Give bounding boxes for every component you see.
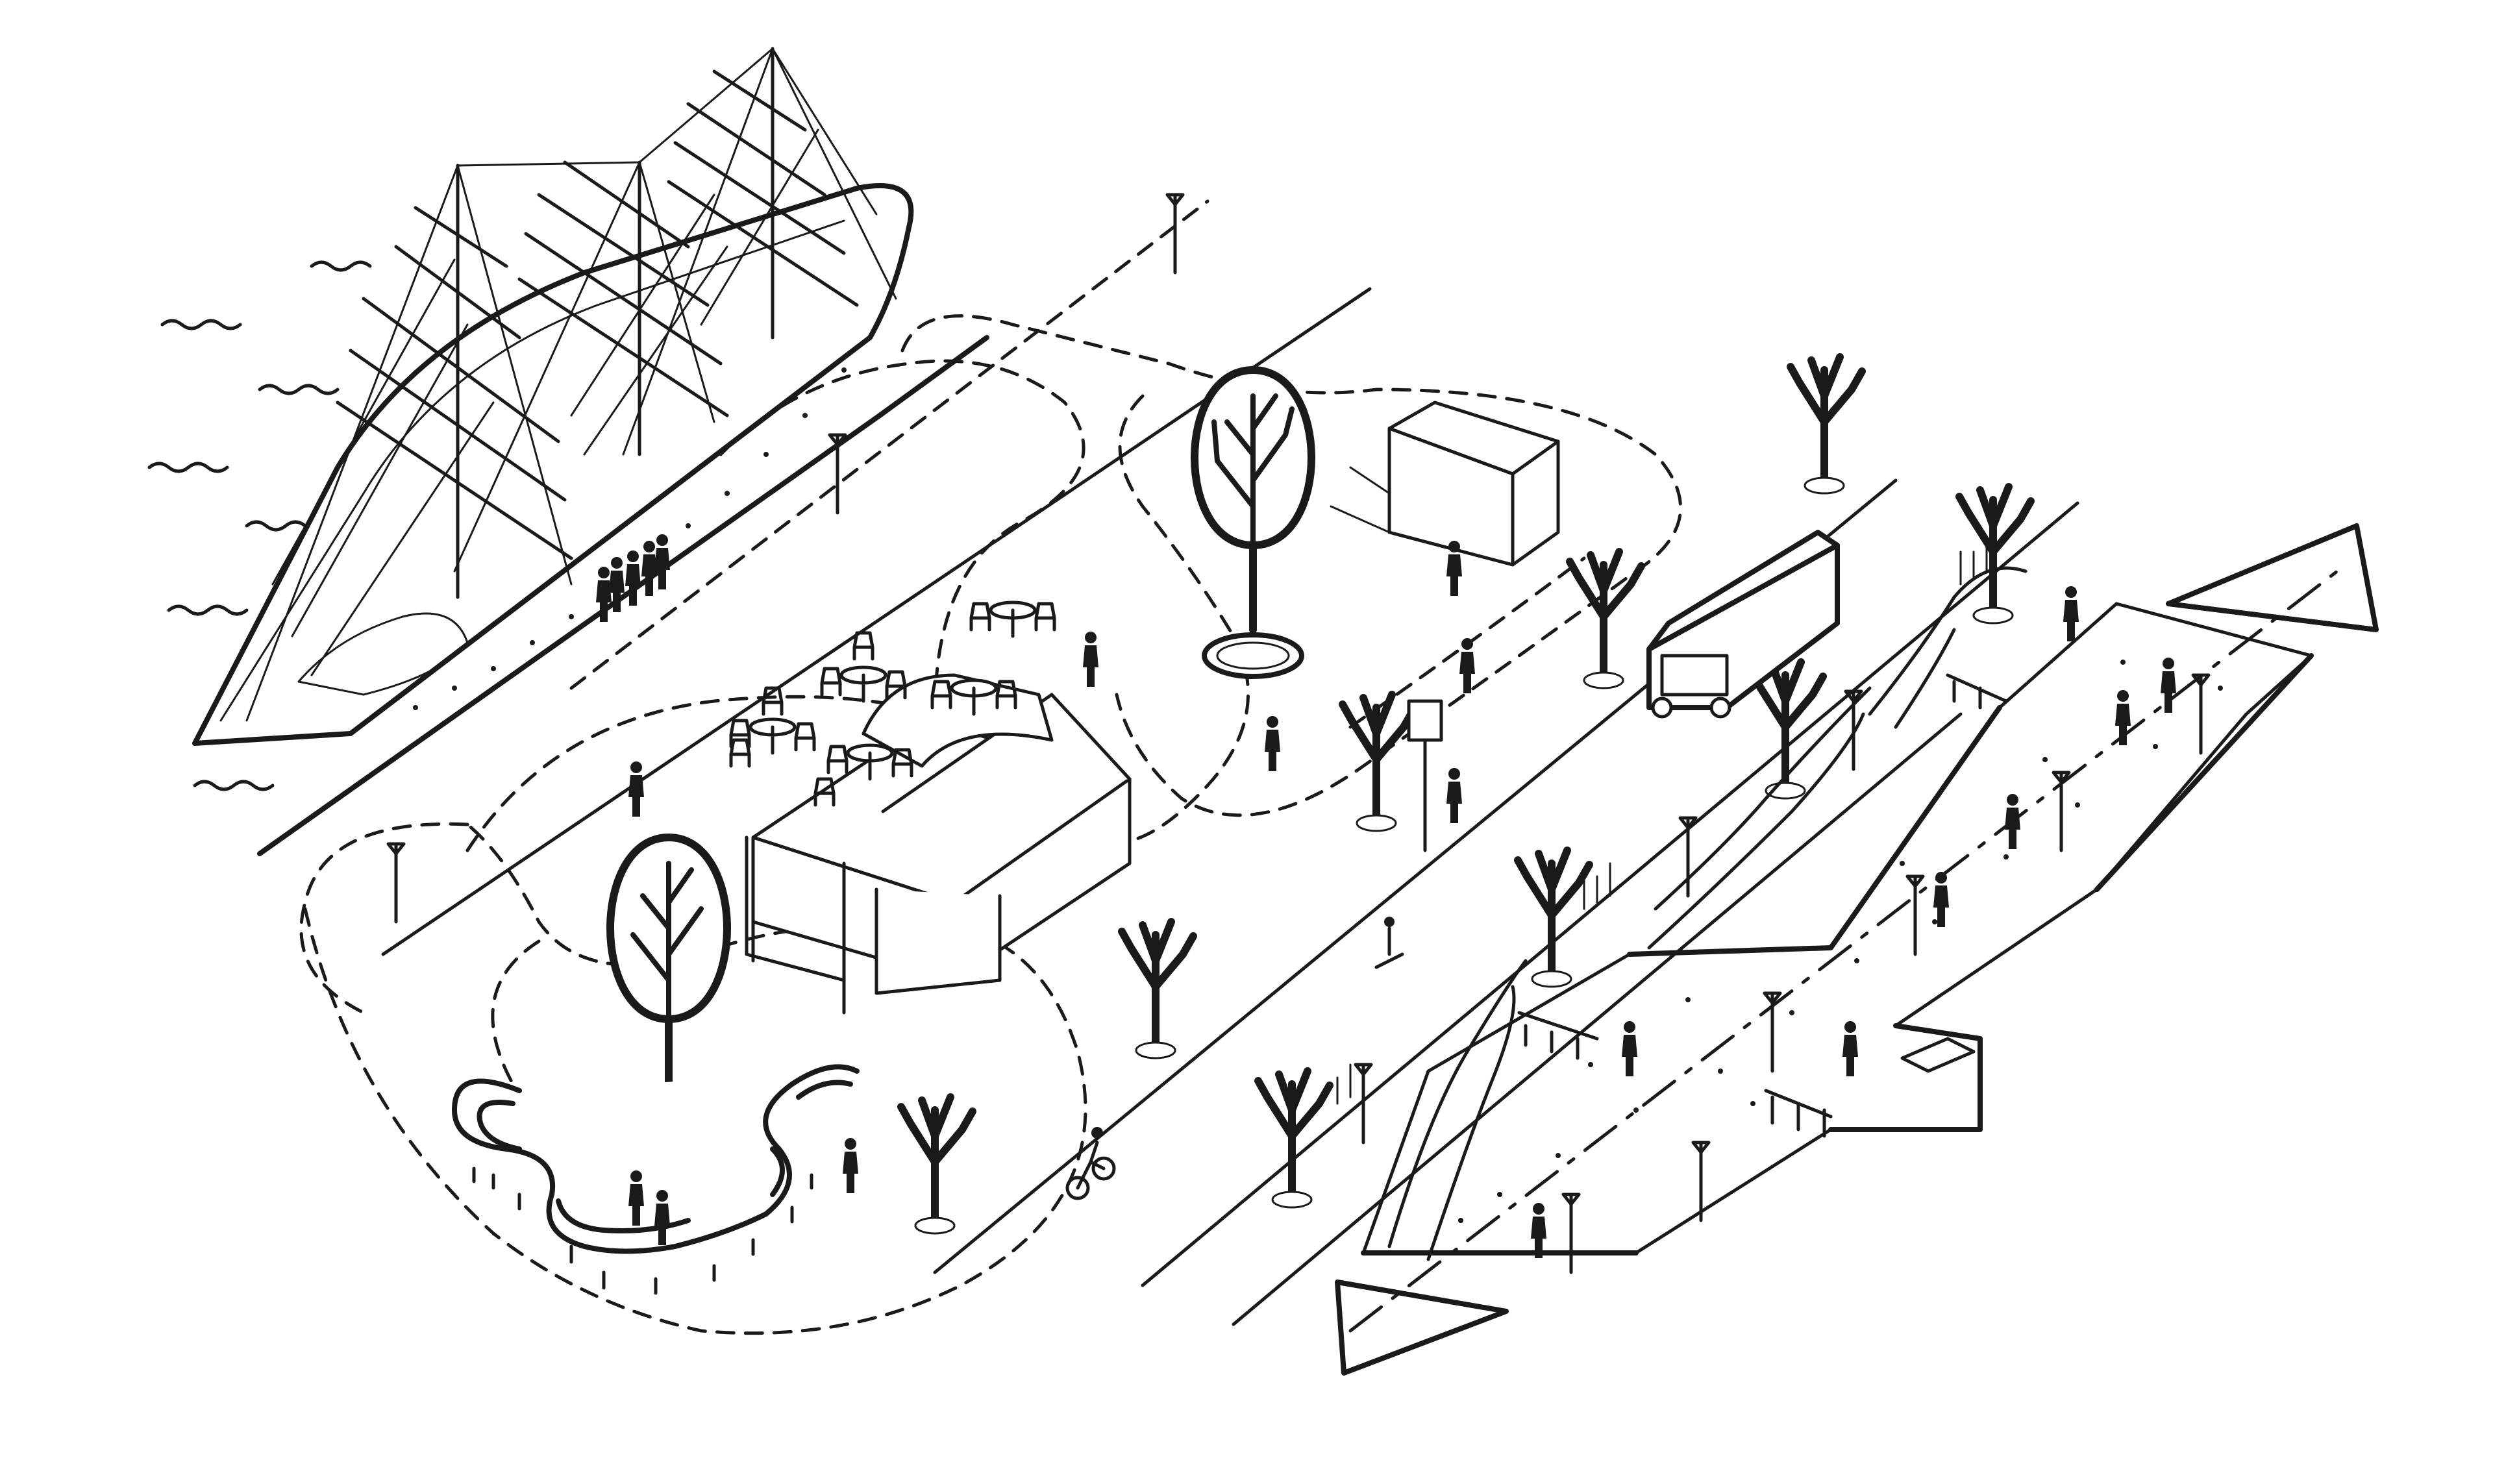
- tall-ship-icon: [192, 47, 914, 746]
- water-waves: [147, 260, 372, 791]
- promenade: [1335, 523, 2379, 1376]
- bench-icon: [452, 1064, 860, 1295]
- railings: [1517, 673, 2008, 1138]
- cafe-table-icon: [731, 600, 1054, 805]
- cyclist-icon: [1065, 917, 1404, 1200]
- planting-beds: [1336, 538, 2028, 1261]
- signpost-icon: [1407, 699, 1443, 852]
- bus-icon: [1646, 530, 1840, 719]
- kiosk-building: [1330, 401, 1560, 567]
- cafe-pavilion: [745, 673, 1132, 1015]
